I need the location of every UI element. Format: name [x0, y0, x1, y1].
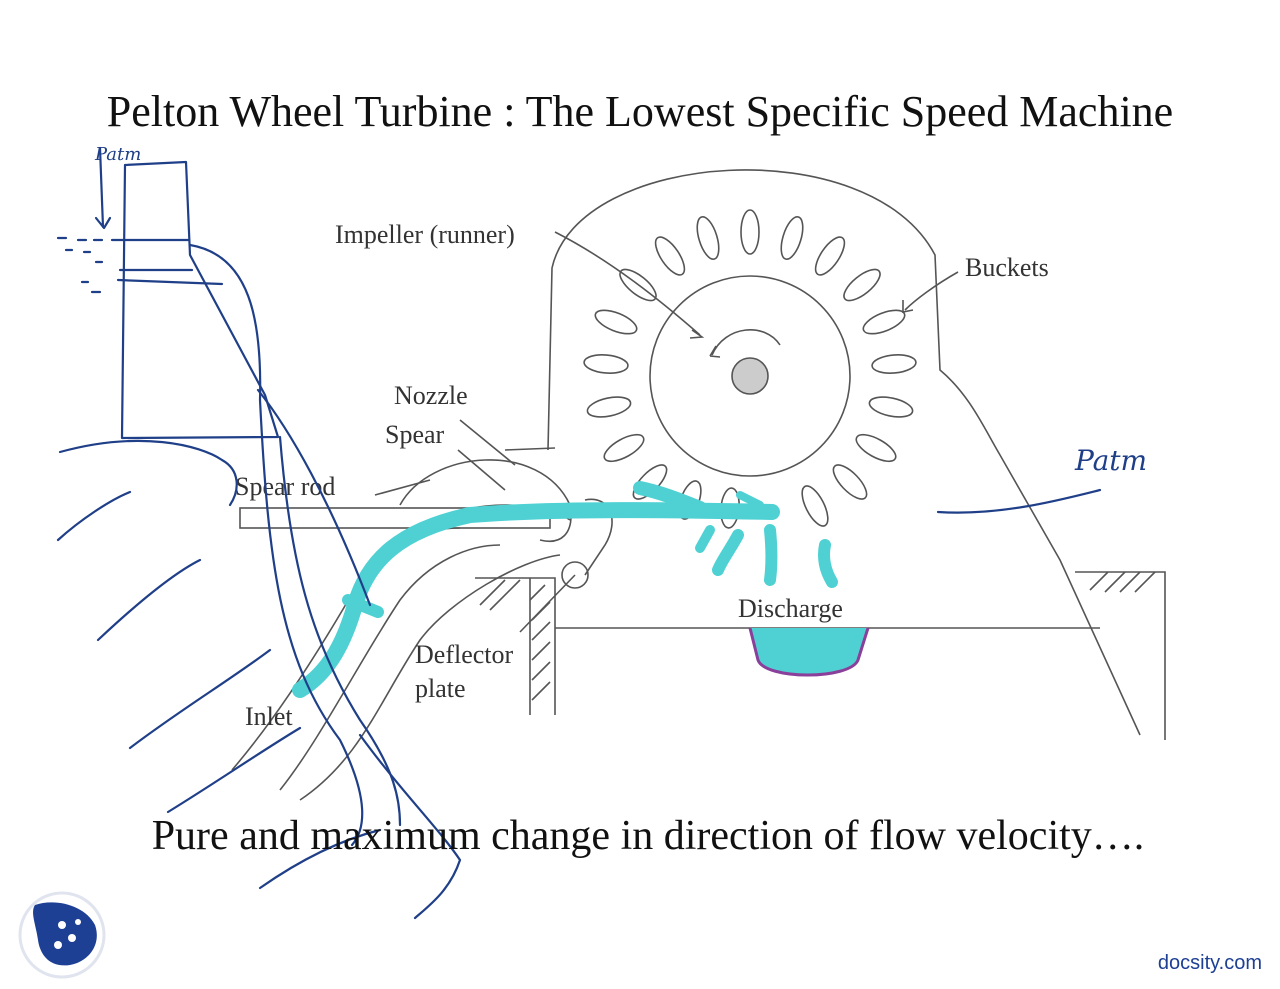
rotation-arrow [711, 329, 781, 356]
discharge-trough [748, 627, 870, 677]
water-jet-highlight [292, 481, 838, 698]
buckets-pointer [904, 271, 959, 311]
deflector-pointer [519, 574, 576, 633]
docsity-logo-icon [18, 891, 106, 979]
foundation-right [1075, 571, 1166, 740]
spear-rod-pointer [374, 479, 431, 496]
note-right-patm: Patm [1074, 444, 1147, 477]
ink-penstock [188, 243, 364, 847]
nozzle-body [399, 459, 572, 542]
slide-caption: Pure and maximum change in direction of … [151, 813, 1145, 859]
slide-title: Pelton Wheel Turbine : The Lowest Specif… [106, 87, 1174, 136]
label-plate: plate [415, 674, 466, 703]
casing-inner-line [504, 447, 556, 451]
label-deflector: Deflector [415, 640, 514, 669]
impeller-pointer [554, 231, 701, 336]
shaft-hub [731, 357, 769, 395]
foundation-left [475, 577, 556, 715]
deflector-pivot [561, 561, 589, 589]
label-nozzle: Nozzle [394, 381, 468, 410]
nozzle-pointer [459, 419, 516, 466]
runner-outer-ring [649, 275, 851, 477]
casing-outline [547, 169, 1141, 736]
label-impeller: Impeller (runner) [335, 220, 515, 249]
label-discharge: Discharge [738, 594, 843, 623]
note-top-patm: Patm [94, 144, 141, 165]
ink-note-underline [936, 488, 1102, 514]
diagram-labels: Impeller (runner) Buckets Nozzle Spear S… [235, 220, 1049, 731]
ink-terrain [58, 439, 238, 507]
docsity-brand-link[interactable]: docsity.com [1157, 952, 1262, 974]
label-inlet: Inlet [245, 702, 293, 731]
spear-pointer [457, 449, 506, 491]
label-spear: Spear [385, 420, 445, 449]
ink-reservoir-walls [120, 160, 280, 440]
label-buckets: Buckets [965, 253, 1049, 282]
handwritten-annotations [56, 146, 1102, 920]
